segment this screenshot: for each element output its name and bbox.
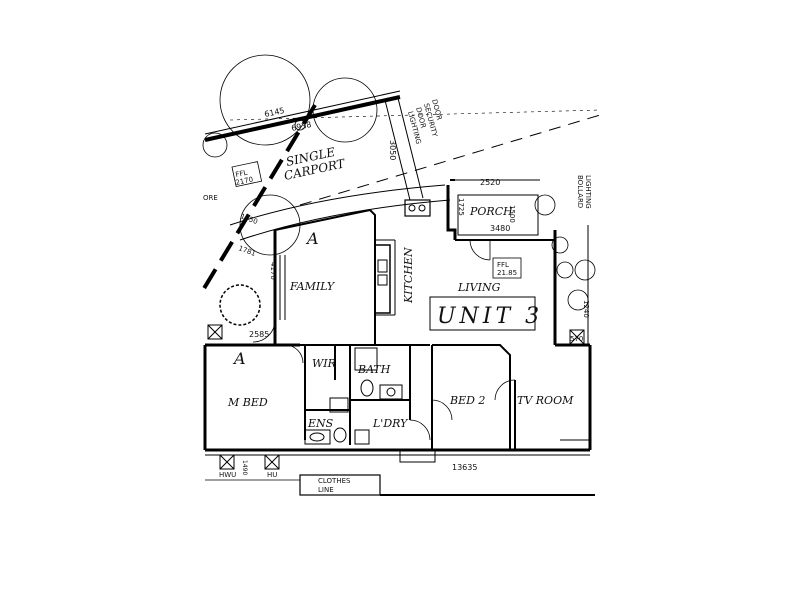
room-label-tv-room: TV ROOM <box>517 394 574 407</box>
dim-1490: 1490 <box>241 460 248 475</box>
clothes-line-label-2: LINE <box>318 486 334 494</box>
room-label-kitchen: KITCHEN <box>402 247 415 304</box>
dim-1725: 1725 <box>457 198 465 216</box>
dim-4170: 4170 <box>269 262 277 280</box>
room-label-family: FAMILY <box>289 280 336 293</box>
dim-2520: 2520 <box>480 178 500 187</box>
section-a-top: A <box>305 229 319 248</box>
hu-label: HU <box>267 471 277 479</box>
dim-6145: 6145 <box>264 106 286 119</box>
ffl-left-value: 2170 <box>235 175 254 187</box>
bollard-lighting-1: BOLLARD <box>576 175 584 208</box>
utility-markers <box>205 225 595 496</box>
outer-walls <box>203 179 592 456</box>
dim-3050: 3050 <box>388 140 397 160</box>
unit-label: UNIT 3 <box>437 304 543 329</box>
kitchen-fixtures <box>374 199 431 314</box>
site-circles <box>202 54 596 326</box>
dim-3480: 3480 <box>490 224 510 233</box>
unit-label-box <box>429 296 536 331</box>
room-label-l-dry: L'DRY <box>372 417 409 430</box>
dim-6938: 6938 <box>291 120 313 133</box>
door-swings <box>252 239 516 441</box>
room-labels: SINGLE CARPORT FAMILY KITCHEN LIVING POR… <box>227 145 574 494</box>
annotations: FFL 2170 FFL 21.85 A A HWU HU BOLLARD LI… <box>203 98 592 479</box>
carport-note: ORE <box>203 194 218 202</box>
room-label-porch: PORCH <box>469 205 513 218</box>
ffl-right-value: 21.85 <box>497 269 517 277</box>
dim-1781: 1781 <box>237 244 256 258</box>
dim-1240: 1240 <box>582 300 590 318</box>
site-lines <box>198 90 601 297</box>
room-label-wir: WIR <box>312 357 336 370</box>
dim-2585: 2585 <box>249 330 269 339</box>
room-label-ens: ENS <box>307 417 334 430</box>
dim-1500: 1500 <box>508 205 516 223</box>
hwu-label: HWU <box>219 471 236 479</box>
section-a-left: A <box>232 349 246 368</box>
room-label-bed-2: BED 2 <box>449 394 485 407</box>
room-label-bath: BATH <box>357 363 391 376</box>
room-label-living: LIVING <box>457 281 501 294</box>
ffl-right-label: FFL <box>497 261 509 269</box>
bath-fixtures <box>304 347 403 445</box>
dimension-labels: 6145 6938 3050 2520 1725 1500 3480 4170 … <box>237 106 590 476</box>
room-label-m-bed: M BED <box>227 396 268 409</box>
ffl-left-label: FFL <box>235 169 248 179</box>
dim-570: 570 <box>570 335 583 343</box>
interior-walls <box>279 239 590 450</box>
dim-13635: 13635 <box>452 463 477 472</box>
clothes-line-label-1: CLOTHES <box>318 477 351 485</box>
bollard-lighting-2: LIGHTING <box>584 175 592 209</box>
